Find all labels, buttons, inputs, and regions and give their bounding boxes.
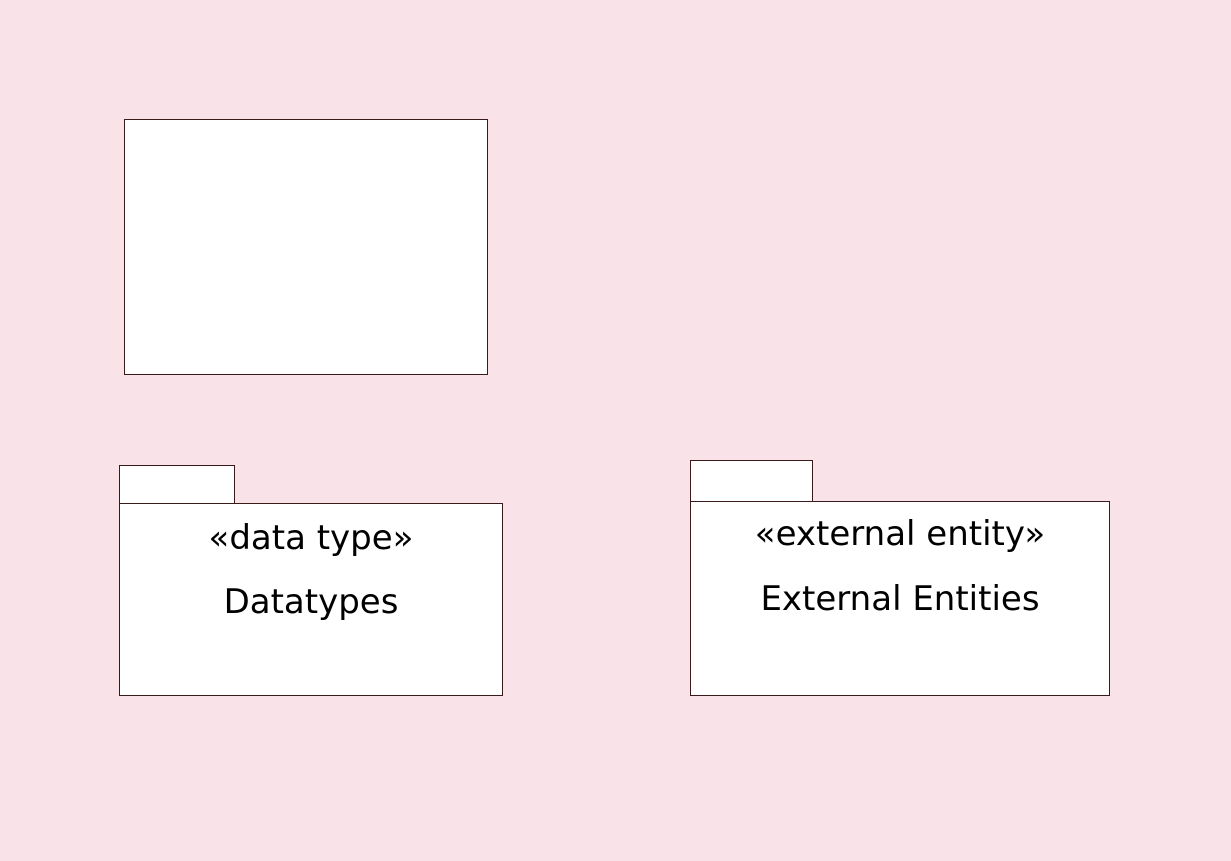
package-name: Datatypes — [223, 582, 399, 622]
package-stereotype: «data type» — [208, 518, 414, 558]
package-body: «data type» Datatypes — [119, 503, 503, 696]
empty-diagram-element[interactable] — [124, 119, 488, 375]
package-stereotype: «external entity» — [754, 514, 1046, 554]
package-tab — [690, 460, 813, 502]
package-body: «external entity» External Entities — [690, 501, 1110, 696]
package-tab — [119, 465, 235, 504]
package-name: External Entities — [760, 579, 1040, 619]
